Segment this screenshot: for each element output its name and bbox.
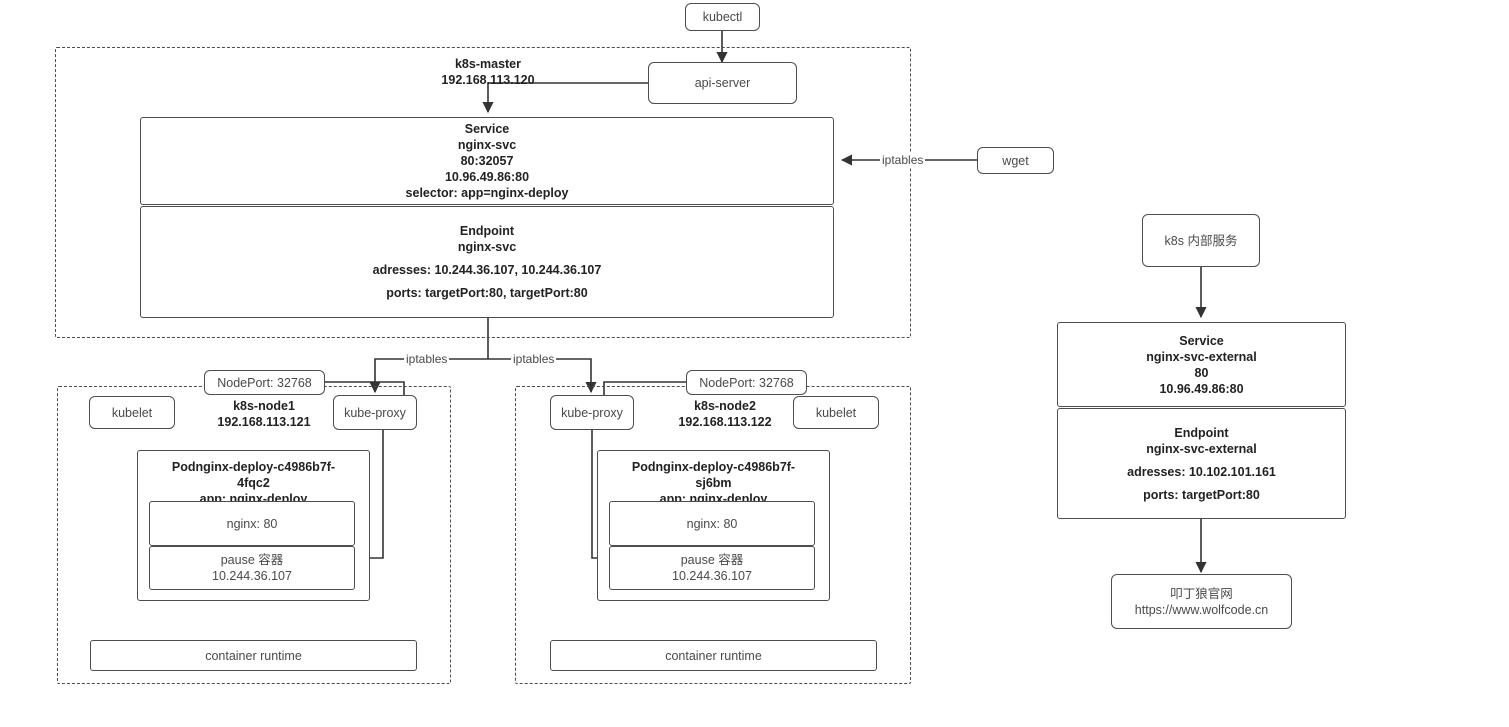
endpoint-title: Endpoint — [459, 224, 515, 238]
service-name: nginx-svc — [457, 138, 517, 152]
node1-title: k8s-node1 192.168.113.121 — [169, 398, 359, 431]
wget-box[interactable]: wget — [977, 147, 1054, 174]
k8s-master-ip: 192.168.113.120 — [441, 73, 535, 88]
node2-pod-title-2: sj6bm — [695, 476, 732, 490]
node2-kube-proxy-label: kube-proxy — [561, 405, 623, 420]
node2-kube-proxy-box[interactable]: kube-proxy — [550, 395, 634, 430]
external-endpoint-box[interactable]: Endpoint nginx-svc-external adresses: 10… — [1057, 408, 1346, 519]
node2-container-nginx-label: nginx: 80 — [686, 516, 738, 531]
node1-container-pause-ip: 10.244.36.107 — [212, 569, 292, 583]
external-service-box[interactable]: Service nginx-svc-external 80 10.96.49.8… — [1057, 322, 1346, 407]
external-endpoint-title: Endpoint — [1174, 425, 1229, 440]
node1-ip: 192.168.113.121 — [217, 415, 311, 430]
wolfcode-site-box[interactable]: 叩丁狼官网 https://www.wolfcode.cn — [1111, 574, 1292, 629]
wget-label: wget — [1002, 153, 1029, 168]
node1-container-pause[interactable]: pause 容器 10.244.36.107 — [149, 546, 355, 590]
endpoint-addresses: adresses: 10.244.36.107, 10.244.36.107 — [372, 263, 602, 277]
kubectl-box[interactable]: kubectl — [685, 3, 760, 31]
service-title: Service — [464, 122, 510, 136]
wolfcode-site-url: https://www.wolfcode.cn — [1134, 602, 1269, 617]
service-cluster-ip: 10.96.49.86:80 — [444, 170, 530, 184]
node1-kube-proxy-box[interactable]: kube-proxy — [333, 395, 417, 430]
wolfcode-site-name: 叩丁狼官网 — [1170, 586, 1233, 601]
api-server-box[interactable]: api-server — [648, 62, 797, 104]
node2-container-runtime-label: container runtime — [665, 648, 762, 663]
node2-nodeport-label: NodePort: 32768 — [699, 375, 794, 390]
node2-container-pause-label: pause 容器 — [680, 553, 744, 567]
k8s-internal-service-label: k8s 内部服务 — [1164, 233, 1238, 248]
node2-container-runtime-box[interactable]: container runtime — [550, 640, 877, 671]
node1-nodeport-box[interactable]: NodePort: 32768 — [204, 370, 325, 395]
node1-kube-proxy-label: kube-proxy — [344, 405, 406, 420]
node1-container-nginx-label: nginx: 80 — [226, 516, 278, 531]
node2-title: k8s-node2 192.168.113.122 — [630, 398, 820, 431]
endpoint-nginx-svc-box[interactable]: Endpoint nginx-svc adresses: 10.244.36.1… — [140, 206, 834, 318]
node1-pod-title-1: Podnginx-deploy-c4986b7f- — [171, 460, 336, 474]
node2-container-pause-ip: 10.244.36.107 — [672, 569, 752, 583]
service-selector: selector: app=nginx-deploy — [405, 186, 569, 200]
k8s-internal-service-box[interactable]: k8s 内部服务 — [1142, 214, 1260, 267]
external-endpoint-name: nginx-svc-external — [1146, 441, 1257, 456]
node2-container-nginx[interactable]: nginx: 80 — [609, 501, 815, 546]
edge-label-iptables-right: iptables — [511, 352, 557, 366]
edge-label-iptables-wget: iptables — [880, 153, 926, 167]
node1-pod-title-2: 4fqc2 — [237, 476, 270, 490]
edge-label-iptables-left: iptables — [404, 352, 450, 366]
endpoint-name: nginx-svc — [457, 240, 517, 254]
node1-container-pause-label: pause 容器 — [220, 553, 284, 567]
external-service-cluster-ip: 10.96.49.86:80 — [1159, 381, 1244, 396]
node1-container-nginx[interactable]: nginx: 80 — [149, 501, 355, 546]
k8s-master-name: k8s-master — [454, 57, 521, 71]
node2-ip: 192.168.113.122 — [678, 415, 772, 430]
node2-pod-title-1: Podnginx-deploy-c4986b7f- — [631, 460, 796, 474]
api-server-label: api-server — [694, 76, 751, 90]
node1-kubelet-box[interactable]: kubelet — [89, 396, 175, 429]
endpoint-ports: ports: targetPort:80, targetPort:80 — [386, 286, 588, 300]
external-endpoint-ports: ports: targetPort:80 — [1143, 487, 1260, 502]
node1-container-runtime-box[interactable]: container runtime — [90, 640, 417, 671]
node2-container-pause[interactable]: pause 容器 10.244.36.107 — [609, 546, 815, 590]
node1-nodeport-label: NodePort: 32768 — [217, 375, 312, 390]
zone-k8s-master — [55, 47, 911, 338]
node2-kubelet-box[interactable]: kubelet — [793, 396, 879, 429]
node1-container-runtime-label: container runtime — [205, 648, 302, 663]
external-endpoint-addresses: adresses: 10.102.101.161 — [1127, 464, 1276, 479]
k8s-master-title: k8s-master 192.168.113.120 — [383, 56, 593, 89]
external-service-port: 80 — [1194, 365, 1209, 380]
node2-kubelet-label: kubelet — [815, 405, 857, 420]
node2-nodeport-box[interactable]: NodePort: 32768 — [686, 370, 807, 395]
node1-kubelet-label: kubelet — [111, 405, 153, 420]
node2-name: k8s-node2 — [694, 399, 756, 413]
node1-name: k8s-node1 — [233, 399, 295, 413]
service-ports: 80:32057 — [460, 154, 514, 168]
kubectl-label: kubectl — [702, 10, 743, 24]
service-nginx-svc-box[interactable]: Service nginx-svc 80:32057 10.96.49.86:8… — [140, 117, 834, 205]
external-service-name: nginx-svc-external — [1146, 349, 1257, 364]
external-service-title: Service — [1179, 333, 1224, 348]
